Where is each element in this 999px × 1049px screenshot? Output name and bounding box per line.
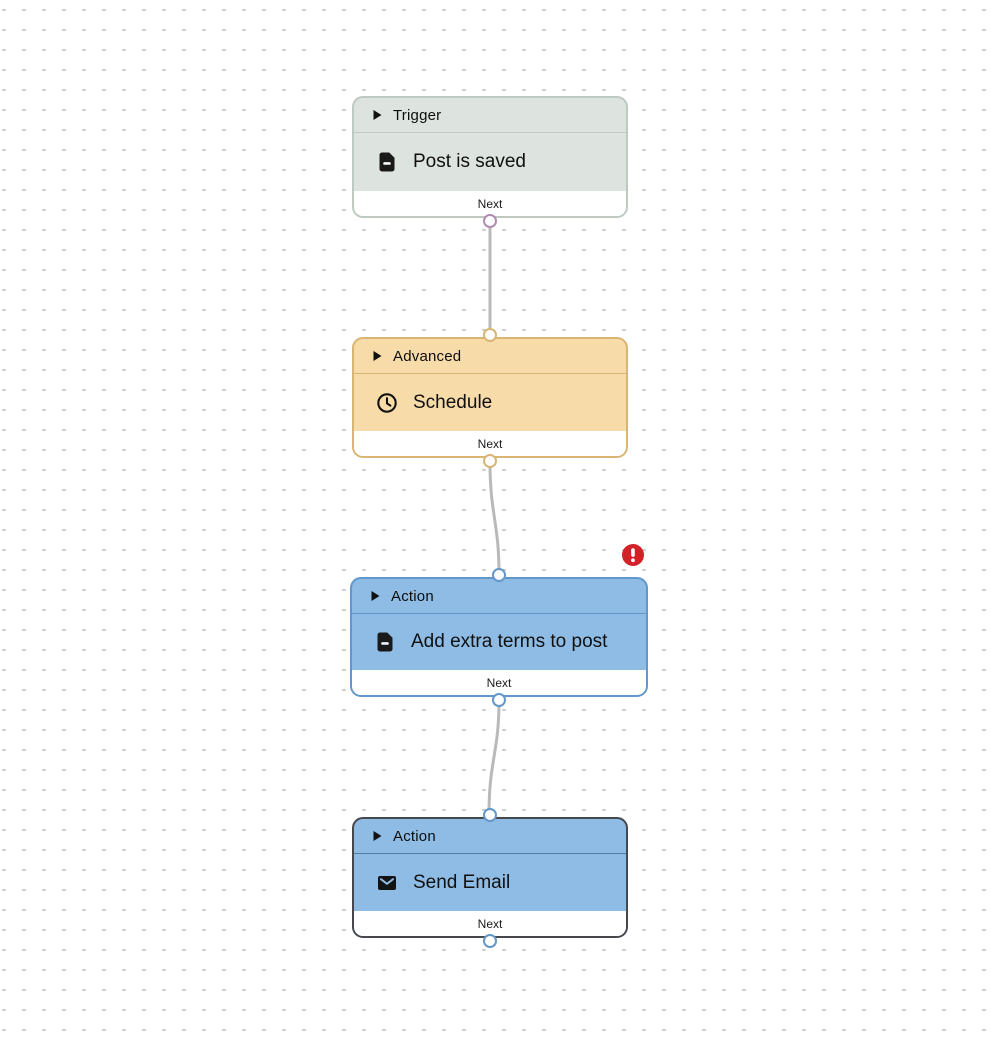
node-trigger[interactable]: Trigger Post is saved Next xyxy=(352,96,628,228)
node-body: Schedule xyxy=(354,374,626,431)
collapse-triangle-icon[interactable] xyxy=(373,831,382,841)
collapse-triangle-icon[interactable] xyxy=(373,351,382,361)
output-port[interactable] xyxy=(483,214,497,228)
node-action-send-email[interactable]: Action Send Email Next xyxy=(352,808,628,948)
node-footer: Next xyxy=(352,670,646,695)
node-body: Post is saved xyxy=(354,133,626,191)
node-kind-label: Advanced xyxy=(393,347,462,365)
node-body: Send Email xyxy=(354,854,626,911)
collapse-triangle-icon[interactable] xyxy=(373,110,382,120)
node-footer: Next xyxy=(354,911,626,936)
output-port[interactable] xyxy=(483,934,497,948)
edge-advanced-to-action1 xyxy=(488,460,501,576)
node-kind-label: Action xyxy=(391,587,434,605)
node-kind-label: Action xyxy=(393,827,436,845)
node-action-add-terms[interactable]: Action Add extra terms to post Next xyxy=(350,544,648,707)
next-port-label: Next xyxy=(477,436,503,451)
node-header[interactable]: Advanced xyxy=(354,339,626,374)
error-icon[interactable] xyxy=(622,544,644,566)
input-port[interactable] xyxy=(483,328,497,342)
node-title: Post is saved xyxy=(413,151,526,172)
node-footer: Next xyxy=(354,431,626,456)
next-port-label: Next xyxy=(477,196,503,211)
node-kind-label: Trigger xyxy=(393,106,442,124)
next-port-label: Next xyxy=(486,675,512,690)
node-title: Add extra terms to post xyxy=(411,631,608,652)
edge-action1-to-action2 xyxy=(487,699,501,816)
node-header[interactable]: Trigger xyxy=(354,98,626,133)
document-icon xyxy=(375,150,399,174)
next-port-label: Next xyxy=(477,916,503,931)
node-header[interactable]: Action xyxy=(352,579,646,614)
input-port[interactable] xyxy=(492,568,506,582)
node-title: Schedule xyxy=(413,391,493,413)
node-header[interactable]: Action xyxy=(354,819,626,854)
node-title: Send Email xyxy=(413,871,511,893)
collapse-triangle-icon[interactable] xyxy=(371,591,380,601)
input-port[interactable] xyxy=(483,808,497,822)
output-port[interactable] xyxy=(492,693,506,707)
email-icon xyxy=(375,871,399,895)
node-footer: Next xyxy=(354,191,626,216)
document-icon xyxy=(373,630,397,654)
clock-icon xyxy=(375,391,399,415)
output-port[interactable] xyxy=(483,454,497,468)
node-advanced[interactable]: Advanced Schedule Next xyxy=(352,328,628,468)
node-body: Add extra terms to post xyxy=(352,614,646,670)
